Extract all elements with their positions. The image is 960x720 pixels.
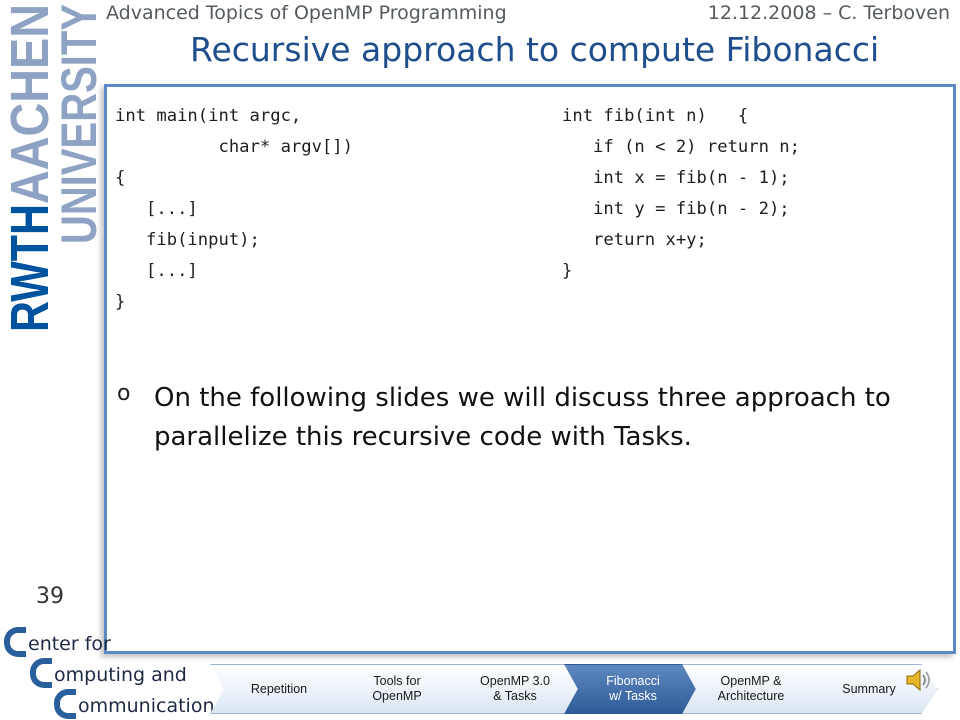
logo-rwth-text: RWTH bbox=[0, 204, 60, 332]
ccc-c-glyph bbox=[30, 658, 52, 688]
ccc-c-glyph bbox=[54, 689, 76, 719]
nav-repetition[interactable]: Repetition bbox=[210, 664, 348, 714]
slide-title: Recursive approach to compute Fibonacci bbox=[190, 30, 880, 69]
ccc-line-communication: ommunication bbox=[54, 689, 215, 719]
speaker-icon[interactable] bbox=[904, 666, 934, 694]
code-fib: int fib(int n) { if (n < 2) return n; in… bbox=[562, 106, 800, 281]
ccc-line-3-text: ommunication bbox=[78, 695, 215, 717]
ccc-line-1-text: enter for bbox=[28, 633, 111, 655]
bullet-marker: o bbox=[117, 381, 131, 406]
nav-label: Summary bbox=[842, 681, 896, 696]
logo-aachen-text: AACHEN bbox=[0, 4, 60, 204]
nav-label: Fibonacci w/ Tasks bbox=[606, 674, 660, 703]
nav-openmp-architecture[interactable]: OpenMP & Architecture bbox=[682, 664, 820, 714]
nav-label: OpenMP 3.0 & Tasks bbox=[480, 674, 550, 703]
nav-summary[interactable]: Summary bbox=[800, 664, 938, 714]
section-navigation: Repetition Tools for OpenMP OpenMP 3.0 &… bbox=[210, 664, 950, 716]
code-main: int main(int argc, char* argv[]) { [...]… bbox=[115, 106, 353, 312]
nav-label: OpenMP & Architecture bbox=[717, 674, 785, 703]
nav-label: Repetition bbox=[250, 681, 308, 696]
ccc-c-glyph bbox=[4, 627, 26, 657]
nav-fibonacci-tasks[interactable]: Fibonacci w/ Tasks bbox=[564, 664, 702, 714]
course-title: Advanced Topics of OpenMP Programming bbox=[106, 2, 507, 24]
page-number: 39 bbox=[36, 584, 64, 609]
content-frame: int main(int argc, char* argv[]) { [...]… bbox=[104, 84, 956, 654]
ccc-line-2-text: omputing and bbox=[54, 664, 187, 686]
nav-openmp-tasks[interactable]: OpenMP 3.0 & Tasks bbox=[446, 664, 584, 714]
bullet-text: On the following slides we will discuss … bbox=[154, 383, 891, 452]
nav-tools-for-openmp[interactable]: Tools for OpenMP bbox=[328, 664, 466, 714]
date-author: 12.12.2008 – C. Terboven bbox=[707, 2, 950, 24]
nav-label: Tools for OpenMP bbox=[372, 674, 422, 703]
logo-university-text: UNIVERSITY bbox=[51, 4, 100, 244]
rwth-aachen-logo: RWTH AACHEN UNIVERSITY bbox=[0, 4, 100, 332]
ccc-line-center: enter for bbox=[4, 627, 111, 657]
ccc-line-computing: omputing and bbox=[30, 658, 187, 688]
